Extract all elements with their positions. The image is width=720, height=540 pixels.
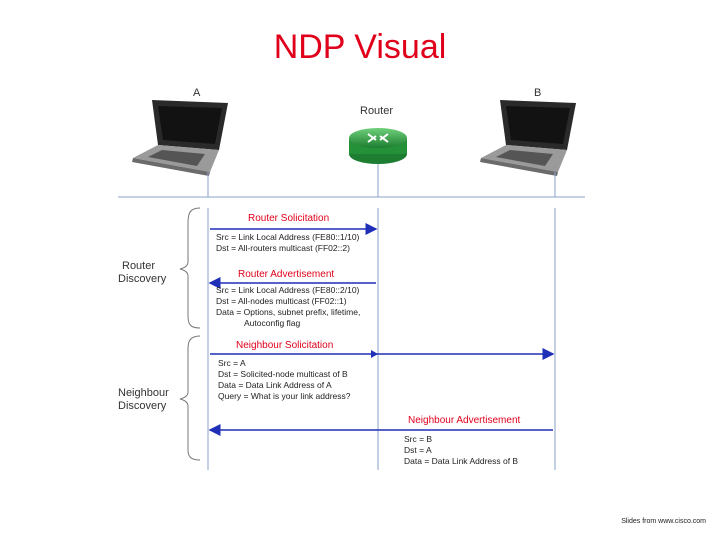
laptop-a-icon xyxy=(132,100,228,176)
router-icon xyxy=(349,128,407,164)
neighbour-solicitation-router-arrowhead xyxy=(371,350,378,358)
router-solicitation-details: Src = Link Local Address (FE80::1/10) Ds… xyxy=(216,232,362,253)
footer-credit: Slides from www.cisco.com xyxy=(621,518,706,525)
router-discovery-label: Router Discovery xyxy=(118,260,167,285)
neighbour-advertisement-title: Neighbour Advertisement xyxy=(408,415,521,426)
neighbour-advertisement-details: Src = B Dst = A Data = Data Link Address… xyxy=(404,434,518,466)
neighbour-solicitation-title: Neighbour Solicitation xyxy=(236,340,333,351)
router-discovery-bracket xyxy=(180,208,200,328)
neighbour-solicitation-details: Src = A Dst = Solicited-node multicast o… xyxy=(218,358,351,401)
router-advertisement-details: Src = Link Local Address (FE80::2/10) Ds… xyxy=(216,285,363,328)
router-label: Router xyxy=(360,105,393,117)
router-solicitation-title: Router Solicitation xyxy=(248,213,329,224)
neighbour-discovery-label: Neighbour Discovery xyxy=(118,387,172,412)
laptop-b-icon xyxy=(480,100,576,176)
host-b-label: B xyxy=(534,87,541,99)
router-advertisement-title: Router Advertisement xyxy=(238,269,334,280)
host-a-label: A xyxy=(193,87,201,99)
neighbour-discovery-bracket xyxy=(180,336,200,460)
